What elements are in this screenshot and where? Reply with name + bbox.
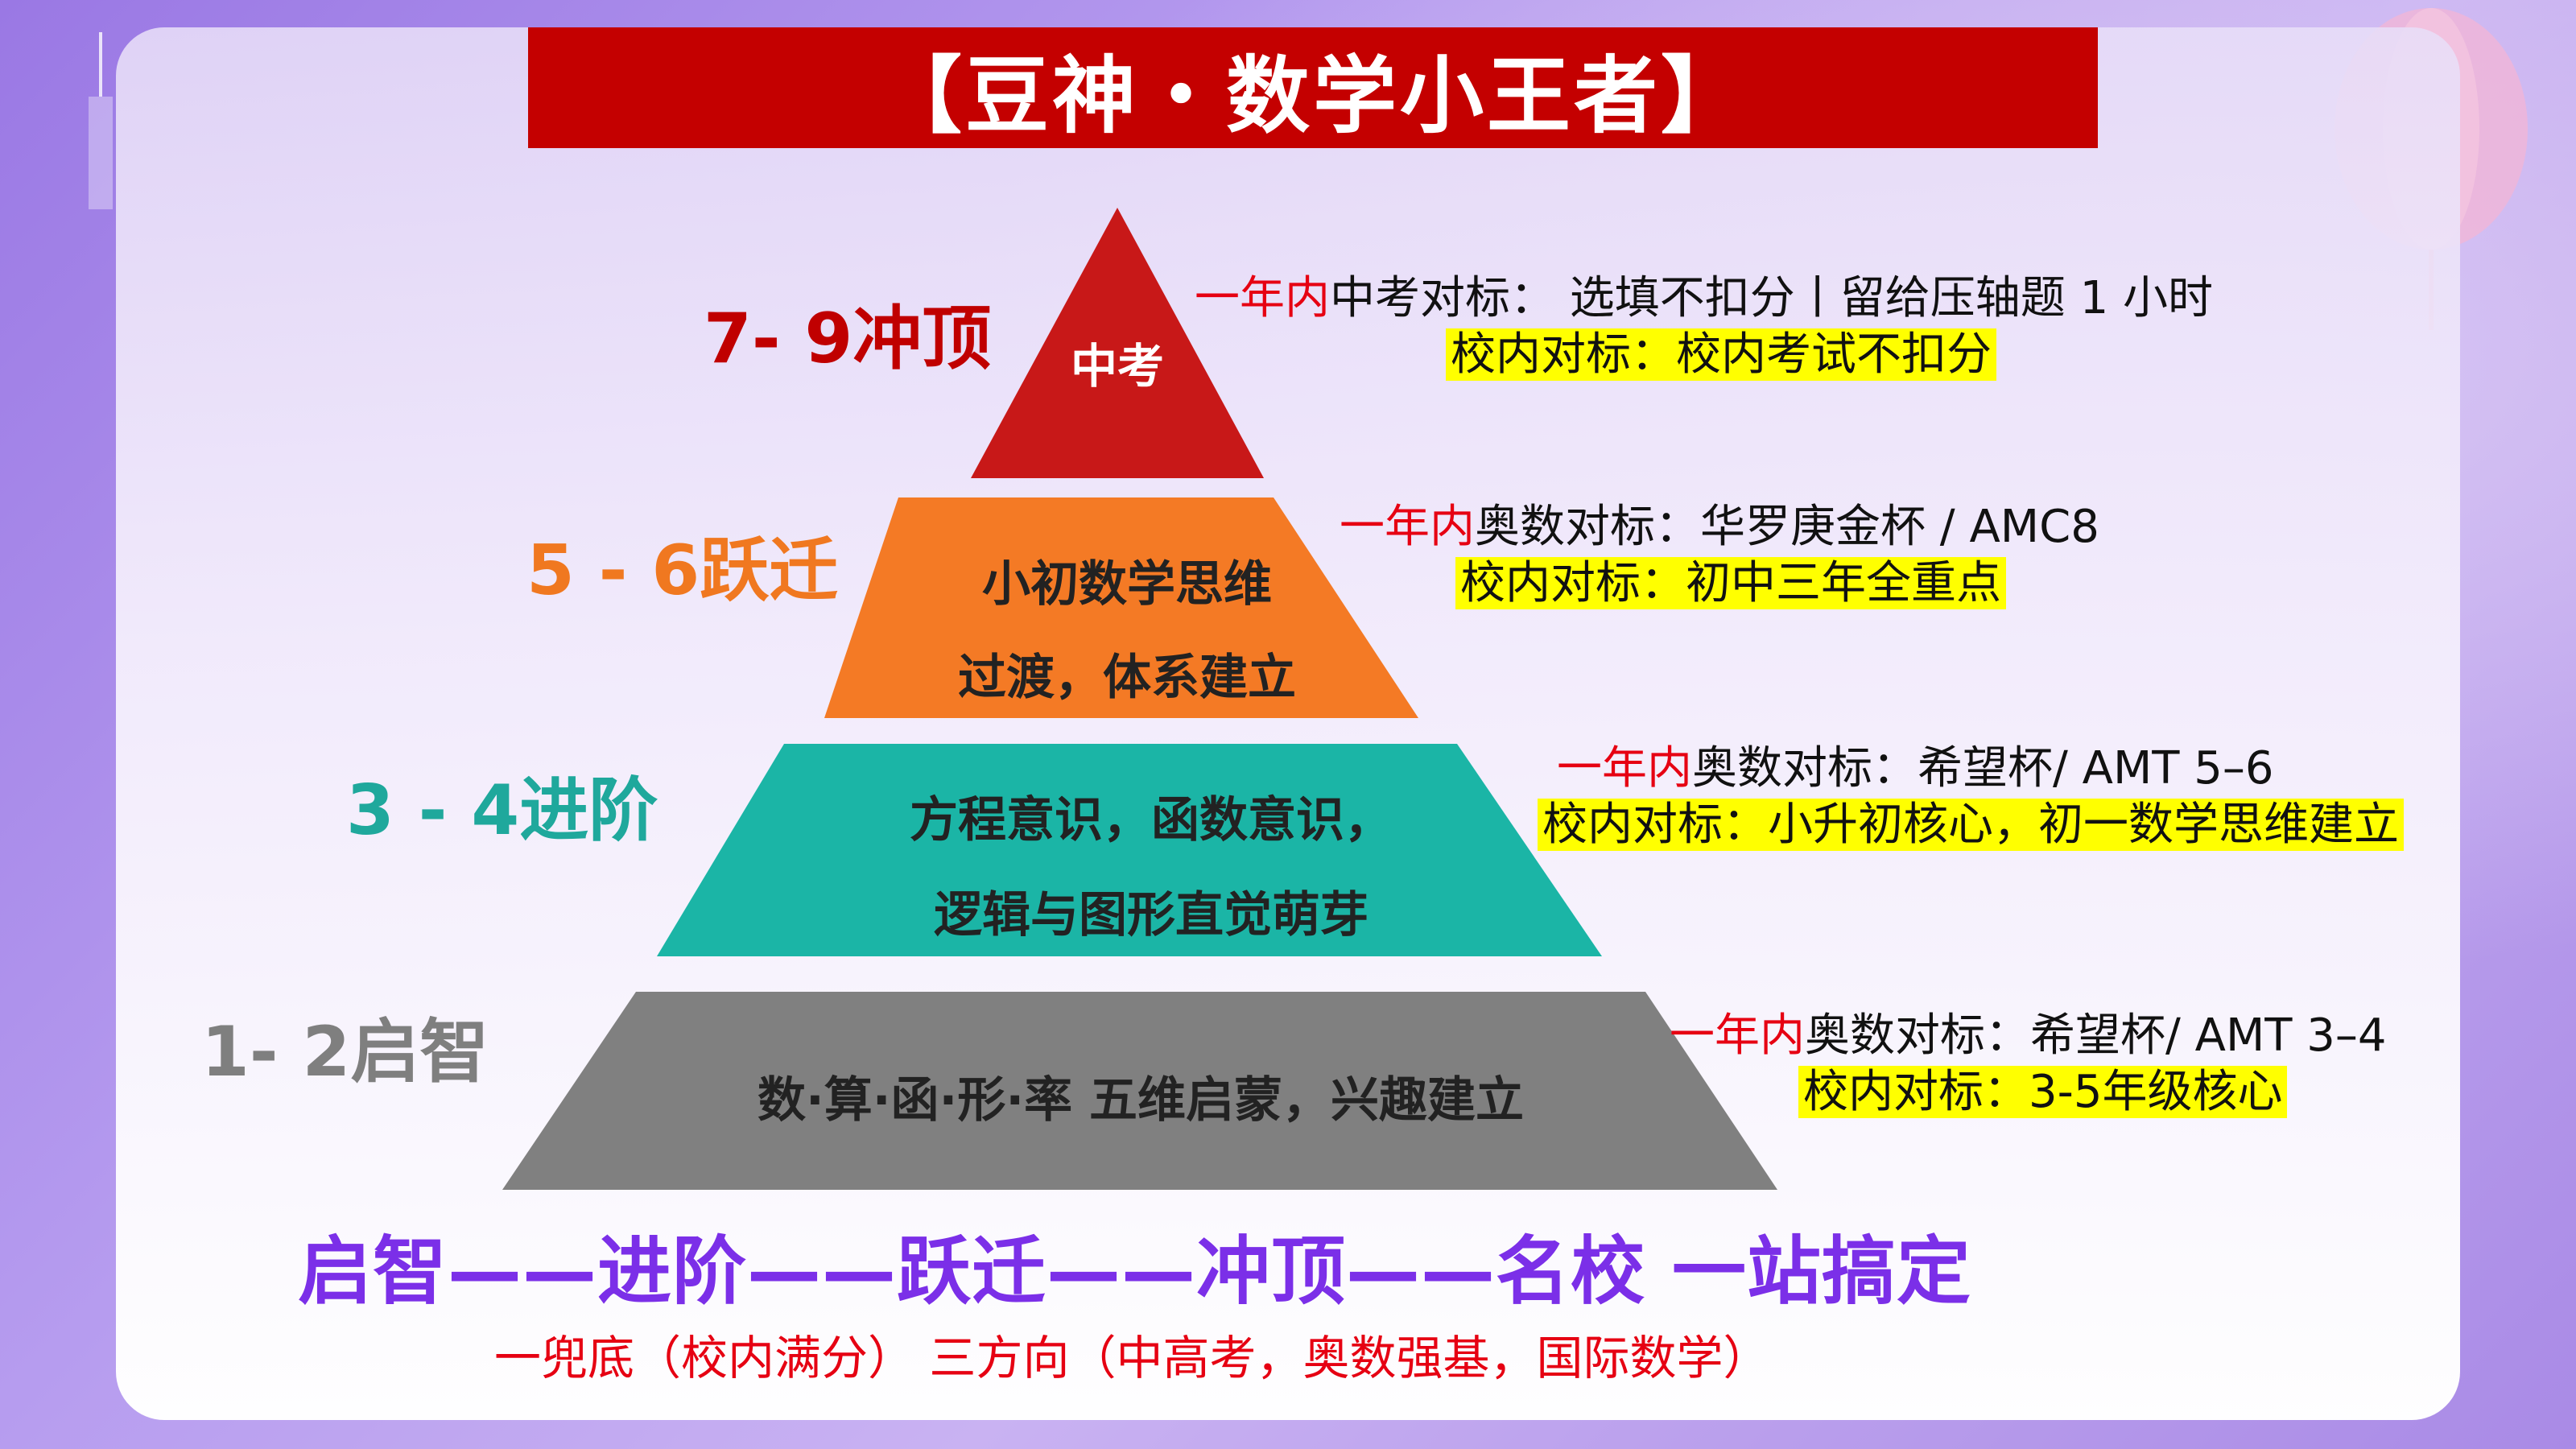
tier-3-text: 方程意识，函数意识， 逻辑与图形直觉萌芽 [829, 773, 1473, 963]
benchmark-3-4: 一年内奥数对标：希望杯/ AMT 5–6 校内对标：小升初核心，初一数学思维建立 [1538, 741, 2404, 853]
benchmark-5-6-prefix: 一年内 [1340, 501, 1475, 553]
benchmark-1-2-line-1: 奥数对标：希望杯/ AMT 3–4 [1805, 1009, 2387, 1062]
tier-3-line-1: 方程意识，函数意识， [910, 792, 1393, 848]
benchmark-3-4-prefix: 一年内 [1557, 742, 1692, 795]
title-banner: 【豆神・数学小王者】 [528, 27, 2098, 148]
tier-3-shape [657, 744, 1602, 956]
level-label-1-2: 1- 2启智 [201, 1012, 489, 1092]
benchmark-5-6-line-2: 校内对标：初中三年全重点 [1455, 557, 2006, 609]
tier-top-line-1: 中考 [1070, 339, 1164, 394]
tier-2-shape [824, 497, 1418, 718]
benchmark-1-2: 一年内奥数对标：希望杯/ AMT 3–4 校内对标：3-5年级核心 [1670, 1008, 2387, 1121]
tier-2-text: 小初数学思维 过渡，体系建立 [886, 538, 1368, 724]
benchmark-5-6: 一年内奥数对标：华罗庚金杯 / AMC8 校内对标：初中三年全重点 [1340, 499, 2099, 612]
benchmark-5-6-line-1: 奥数对标：华罗庚金杯 / AMC8 [1475, 501, 2099, 553]
benchmark-3-4-line-1: 奥数对标：希望杯/ AMT 5–6 [1692, 742, 2274, 795]
benchmark-3-4-line-2: 校内对标：小升初核心，初一数学思维建立 [1538, 799, 2404, 851]
footer-subtitle: 一兜底（校内满分） 三方向（中高考，奥数强基，国际数学） [494, 1331, 1770, 1385]
benchmark-1-2-line-2: 校内对标：3-5年级核心 [1798, 1066, 2288, 1118]
tier-top-shape [971, 208, 1264, 478]
level-label-5-6: 5 - 6跃迁 [526, 530, 839, 611]
benchmark-7-9-line-2: 校内对标：校内考试不扣分 [1446, 328, 1996, 381]
tier-bottom-text: 数·算·函·形·率 五维启蒙，兴趣建立 [636, 1061, 1645, 1131]
tier-bottom-line-1: 数·算·函·形·率 五维启蒙，兴趣建立 [757, 1072, 1525, 1129]
benchmark-1-2-prefix: 一年内 [1670, 1009, 1805, 1062]
tier-top-text: 中考 [1037, 328, 1198, 396]
benchmark-7-9-prefix: 一年内 [1195, 272, 1330, 324]
tier-3-line-2: 逻辑与图形直觉萌芽 [934, 887, 1368, 943]
page-title: 【豆神・数学小王者】 [877, 46, 1748, 145]
level-label-3-4: 3 - 4进阶 [346, 770, 658, 851]
tier-2-line-2: 过渡，体系建立 [958, 650, 1296, 706]
footer-slogan: 启智——进阶——跃迁——冲顶——名校 一站搞定 [298, 1228, 1972, 1315]
level-label-7-9: 7- 9冲顶 [704, 299, 992, 379]
benchmark-7-9: 一年内中考对标： 选填不扣分丨留给压轴题 1 小时 校内对标：校内考试不扣分 [1195, 270, 2213, 383]
tier-bottom-shape [502, 992, 1777, 1190]
benchmark-7-9-line-1: 中考对标： 选填不扣分丨留给压轴题 1 小时 [1330, 272, 2214, 324]
tassel-decoration [89, 32, 113, 209]
tier-2-line-1: 小初数学思维 [982, 556, 1272, 613]
